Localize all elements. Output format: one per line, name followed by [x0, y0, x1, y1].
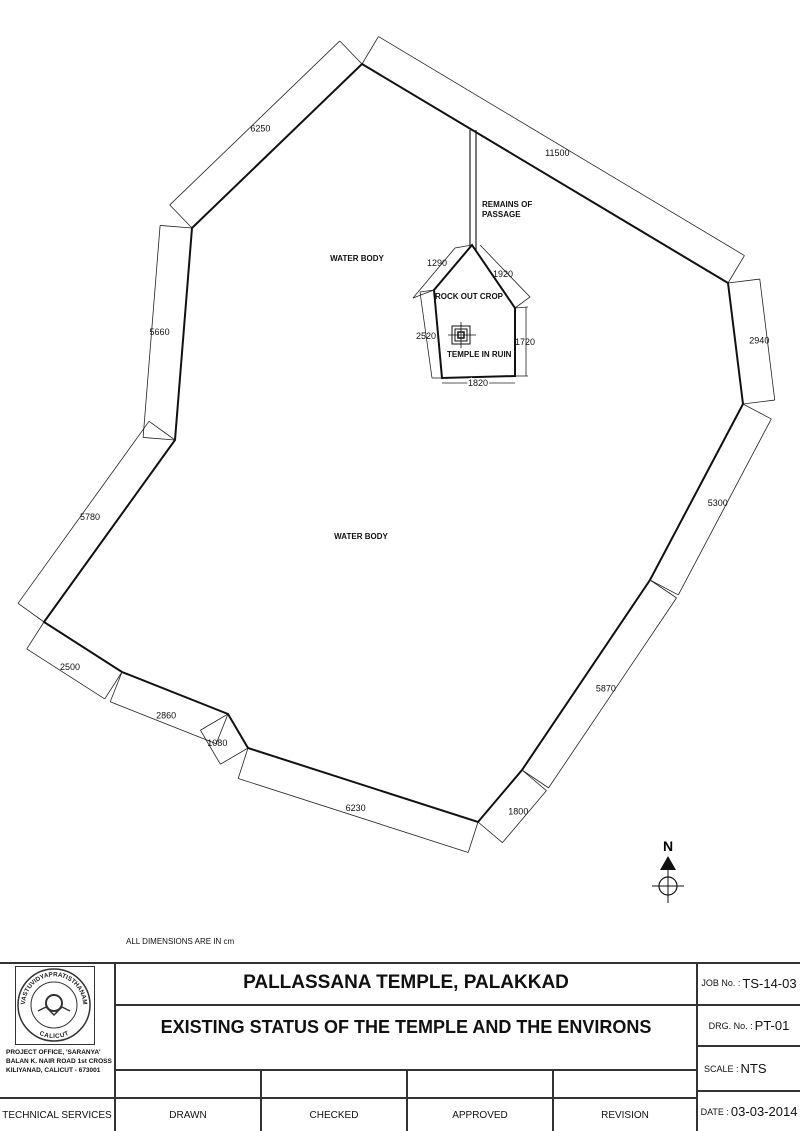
dimension-line [742, 399, 775, 405]
rock-outcrop-label: ROCK OUT CROP [435, 292, 504, 301]
scale: SCALE :NTS [698, 1047, 800, 1090]
dimension-label: 11500 [545, 148, 569, 158]
drg-value: PT-01 [754, 1018, 790, 1033]
dimension-line [143, 437, 176, 441]
dimension-line [220, 747, 249, 765]
dimension-line [237, 747, 249, 779]
logo-org-name-text: VASTUVIDYAPRATISTHANAM [20, 971, 88, 1005]
drawn-label: DRAWN [169, 1109, 207, 1121]
dimension-label: 2500 [60, 662, 80, 672]
dimension-line [339, 40, 363, 65]
dimension-label: 1720 [515, 337, 535, 347]
dimension-line [742, 403, 772, 420]
dimension-line [26, 621, 45, 650]
dimension-line [104, 671, 123, 700]
dimension-line [109, 671, 123, 702]
dimension-label: 5870 [596, 683, 616, 693]
dimension-label: 1290 [427, 258, 447, 268]
temple-symbol-icon [448, 322, 476, 348]
logo-org-name: VASTUVIDYAPRATISTHANAM [20, 971, 88, 1005]
rock-outcrop [432, 243, 516, 380]
address-line: PROJECT OFFICE, 'SARANYA' [6, 1049, 101, 1056]
north-arrow-icon: N [652, 838, 684, 903]
dimension-line [26, 648, 105, 700]
dimension-line [649, 579, 679, 596]
dimension-line [548, 597, 677, 789]
date-value: 03-03-2014 [730, 1104, 798, 1119]
dimension-label: 5660 [150, 327, 170, 337]
dimension-line [200, 730, 221, 765]
job-label: JOB No. : [701, 978, 741, 988]
dimension-label: 5300 [708, 498, 728, 508]
dimension-label: 2520 [416, 331, 436, 341]
remains-label: REMAINS OF [482, 200, 532, 209]
dimension-line [169, 204, 193, 229]
drawing-number: DRG. No. :PT-01 [698, 1006, 800, 1045]
dimension-line [142, 225, 161, 438]
dimension-line [148, 420, 176, 441]
rock-dimension-lines [412, 244, 531, 384]
dimension-label: 1800 [508, 807, 528, 817]
dimension-line [467, 821, 479, 853]
checked-label: CHECKED [309, 1109, 359, 1121]
dimension-line [759, 279, 776, 401]
logo-city-text: CALICUT [38, 1030, 70, 1040]
drawing-subtitle: EXISTING STATUS OF THE TEMPLE AND THE EN… [160, 1016, 652, 1037]
dimension-label: 1820 [468, 378, 488, 388]
water-body-label: WATER BODY [334, 532, 388, 541]
dimension-line [727, 255, 745, 284]
dimension-line [169, 40, 341, 206]
address-line: KILIYANAD, CALICUT - 673001 [6, 1067, 101, 1074]
date: DATE :03-03-2014 [698, 1092, 800, 1131]
dimension-label: 2860 [156, 710, 176, 720]
address: PROJECT OFFICE, 'SARANYA' BALAN K. NAIR … [6, 1048, 112, 1075]
logo-city: CALICUT [38, 1030, 70, 1040]
dimension-label: 1920 [493, 269, 513, 279]
dimension-line [238, 778, 469, 853]
dimension-line [215, 713, 229, 744]
drawing-title: PALLASSANA TEMPLE, PALAKKAD [243, 972, 569, 993]
dimension-line [521, 769, 547, 791]
dimension-line [110, 701, 217, 745]
drg-label: DRG. No. : [708, 1020, 753, 1031]
revision-label: REVISION [601, 1109, 649, 1121]
dimension-line [727, 278, 760, 284]
water-body-label: WATER BODY [330, 254, 384, 263]
dimension-line [17, 421, 150, 604]
dimension-line [361, 36, 379, 65]
job-value: TS-14-03 [742, 975, 797, 991]
scale-label: SCALE : [704, 1063, 739, 1074]
dimension-line [477, 821, 503, 843]
remains-label: PASSAGE [482, 210, 521, 219]
date-label: DATE : [700, 1106, 729, 1117]
dimension-label: 2940 [749, 336, 769, 346]
temple-label: TEMPLE IN RUIN [447, 350, 512, 359]
dimension-label: 5780 [80, 512, 100, 522]
dimension-line [677, 418, 772, 596]
address-line: BALAN K. NAIR ROAD 1st CROSS [6, 1058, 112, 1065]
dimension-line [200, 713, 229, 731]
site-plan-drawing: WATER BODY WATER BODY REMAINS OF PASSAGE… [17, 36, 776, 903]
water-body-boundary [42, 62, 745, 824]
dimension-label: 1080 [207, 738, 227, 748]
job-number: JOB No. :TS-14-03 [698, 962, 800, 1004]
dimension-label: 6250 [250, 124, 270, 134]
technical-services-label: TECHNICAL SERVICES [2, 1109, 112, 1121]
boundary-polygon [42, 62, 745, 824]
dimension-line [502, 790, 547, 843]
dimension-line [649, 579, 677, 599]
dimension-line [521, 769, 549, 789]
dimension-line [160, 225, 193, 229]
dimension-label: 6230 [346, 803, 366, 813]
approved-label: APPROVED [452, 1109, 508, 1121]
scale-value: NTS [740, 1061, 767, 1076]
dimension-line [17, 602, 45, 623]
outer-dimension-lines [17, 36, 776, 853]
organization-logo: VASTUVIDYAPRATISTHANAM CALICUT [15, 966, 95, 1045]
dimension-line [378, 36, 745, 256]
north-label: N [663, 838, 673, 854]
dimension-note: ALL DIMENSIONS ARE IN cm [126, 937, 235, 946]
title-block [0, 962, 800, 1131]
passage-remains [469, 130, 477, 250]
